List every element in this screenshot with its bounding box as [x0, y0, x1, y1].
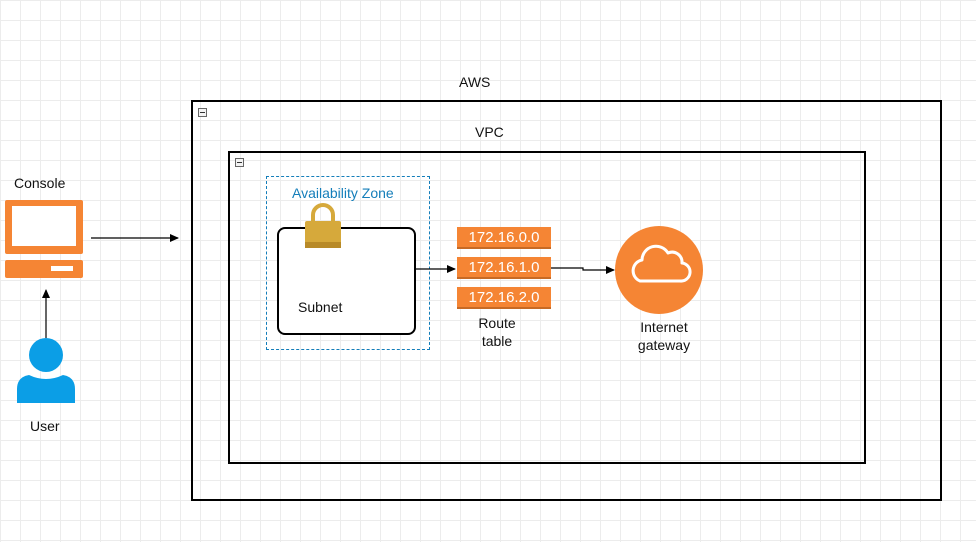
route-table-label-line2: table: [481, 333, 513, 349]
vpc-collapse-icon[interactable]: [235, 158, 244, 167]
route-table-label-line1: Route: [478, 315, 516, 331]
route-table-row[interactable]: 172.16.0.0: [457, 227, 551, 249]
aws-container[interactable]: [191, 100, 942, 501]
route-table-row[interactable]: 172.16.2.0: [457, 287, 551, 309]
console-label: Console: [14, 175, 66, 191]
subnet-label: Subnet: [298, 299, 343, 315]
route-table-row[interactable]: 172.16.1.0: [457, 257, 551, 279]
availability-zone-label: Availability Zone: [292, 185, 394, 201]
laptop-icon[interactable]: [4, 199, 84, 281]
internet-gateway-label-line2: gateway: [637, 337, 691, 353]
vpc-container[interactable]: [228, 151, 866, 464]
aws-collapse-icon[interactable]: [198, 108, 207, 117]
user-icon[interactable]: [15, 337, 77, 403]
internet-gateway-label-line1: Internet: [640, 319, 688, 335]
lock-icon: [305, 203, 341, 248]
user-label: User: [30, 418, 60, 434]
vpc-label: VPC: [475, 124, 504, 140]
subnet[interactable]: [277, 227, 416, 335]
internet-gateway-icon[interactable]: [614, 225, 704, 315]
aws-label: AWS: [459, 74, 491, 90]
availability-zone[interactable]: [266, 176, 430, 350]
